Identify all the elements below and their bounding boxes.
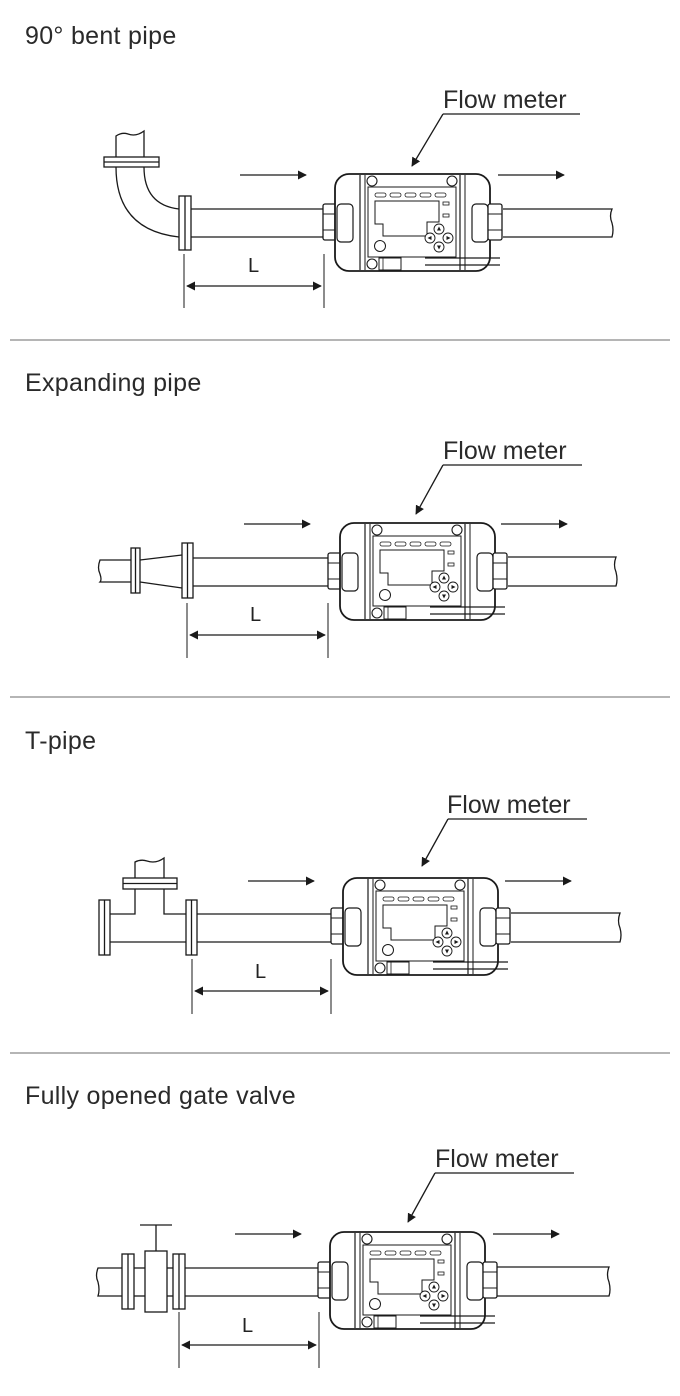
flow-meter-label: Flow meter [443,86,567,114]
outlet-pipe [511,912,622,943]
section-divider [10,696,670,698]
leader-arrow-icon [415,464,444,515]
section-divider [10,339,670,341]
flow-meter [322,173,503,272]
dimension-label: L [250,604,261,626]
tee-body [110,889,186,943]
inlet-pipe [95,1267,122,1297]
dimension-label: L [242,1315,253,1337]
elbow [115,166,180,238]
section-title-t-pipe: T-pipe [25,727,97,755]
gate-valve-body [144,1250,168,1313]
leader-arrow-icon [411,113,444,167]
section-title-expanding-pipe: Expanding pipe [25,369,202,397]
section-title-gate-valve: Fully opened gate valve [25,1082,296,1110]
leader-arrow-icon [421,818,449,867]
diagram-expanding-pipe [97,464,618,658]
outlet-pipe [508,556,618,587]
dimension-label: L [255,961,266,983]
diagram-gate-valve [95,1172,611,1368]
branch-pipe [134,856,165,878]
flow-meter [317,1231,498,1330]
section-title-bent-pipe: 90° bent pipe [25,22,177,50]
flow-meter-label: Flow meter [435,1145,559,1173]
outlet-pipe [496,1266,611,1297]
inlet-pipe [97,559,131,583]
expander [139,554,183,589]
section-divider [10,1052,670,1054]
dimension-label: L [248,255,259,277]
vertical-pipe [115,129,145,157]
flow-meter-label: Flow meter [443,437,567,465]
flow-meter [327,522,508,621]
flow-meter-label: Flow meter [447,791,571,819]
diagram-bent-pipe [103,113,614,308]
leader-arrow-icon [407,1172,436,1223]
diagram-t-pipe [98,818,622,1014]
outlet-pipe [503,208,614,238]
flow-meter [330,877,511,976]
